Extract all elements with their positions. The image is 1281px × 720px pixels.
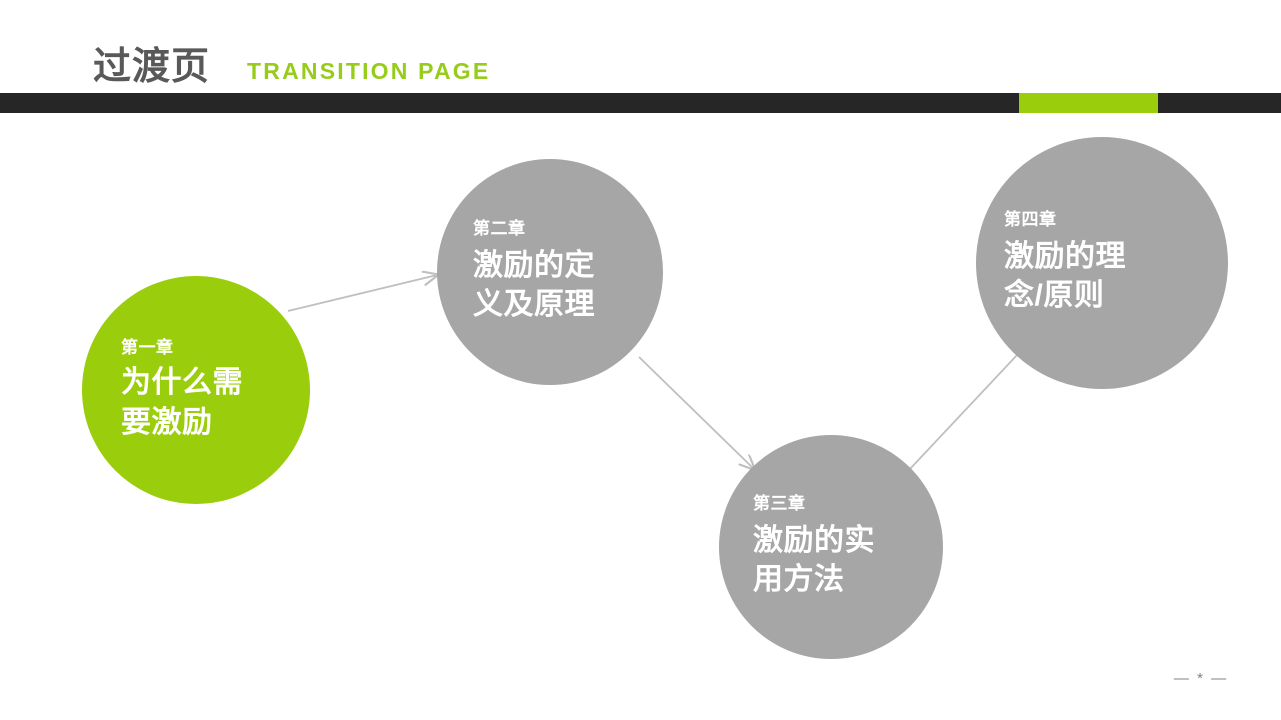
arrow-node3-to-node4 <box>908 337 1034 471</box>
header-divider-bar <box>0 93 1281 113</box>
arrow-node1-to-node2 <box>287 275 437 312</box>
chapter-node-3[interactable]: 第三章 激励的实 用方法 <box>719 435 943 659</box>
chapter-title-1: 为什么需 要激励 <box>121 366 243 439</box>
chapter-node-1[interactable]: 第一章 为什么需 要激励 <box>82 276 310 504</box>
chapter-title-4: 激励的理 念/原则 <box>1004 239 1126 313</box>
page-subtitle: TRANSITION PAGE <box>247 58 491 84</box>
arrow-node2-to-node3 <box>638 356 754 469</box>
chapter-title-3: 激励的实 用方法 <box>753 523 875 597</box>
chapter-node-4[interactable]: 第四章 激励的理 念/原则 <box>976 137 1228 389</box>
page-header: 过渡页 TRANSITION PAGE <box>93 48 490 86</box>
footer-ornament: — * — <box>1173 669 1229 687</box>
header-accent-block <box>1019 93 1158 113</box>
chapter-node-2[interactable]: 第二章 激励的定 义及原理 <box>437 159 663 385</box>
chapter-label-4: 第四章 <box>1004 210 1057 230</box>
chapter-label-3: 第三章 <box>753 494 806 514</box>
chapter-label-1: 第一章 <box>121 337 174 357</box>
chapter-label-2: 第二章 <box>473 219 526 239</box>
chapter-title-2: 激励的定 义及原理 <box>473 248 595 322</box>
page-title: 过渡页 <box>93 46 211 88</box>
